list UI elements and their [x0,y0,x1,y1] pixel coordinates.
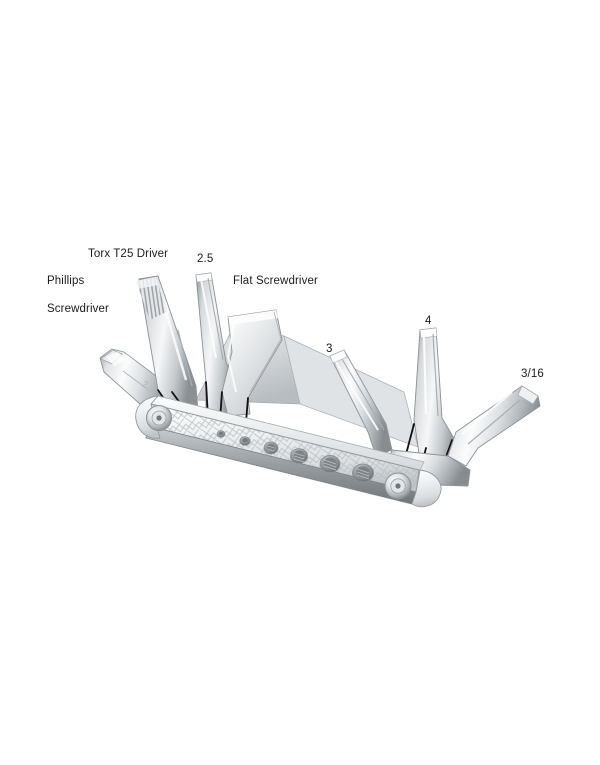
threaded-hole[interactable] [289,448,308,464]
label-hex-3-16: 3/16 [521,368,544,380]
flat-bit[interactable] [221,309,283,417]
pivot-screw-right[interactable] [384,472,412,500]
phillips-bit-etch: 2 [141,379,149,390]
label-hex-3: 3 [326,343,333,355]
label-torx: Torx T25 Driver [88,248,169,260]
threaded-hole[interactable] [319,454,341,473]
label-phillips-line1: Phillips [47,275,85,287]
label-hex-2-5: 2.5 [197,253,214,265]
hex-3-16-bit[interactable] [447,385,541,467]
threaded-hole[interactable] [263,441,279,455]
label-flat-screwdriver: Flat Screwdriver [233,275,318,287]
threaded-hole[interactable] [239,436,251,446]
pivot-screw-left[interactable] [146,405,172,431]
label-phillips-line2: Screwdriver [47,303,109,315]
label-hex-4: 4 [425,315,432,327]
threaded-hole[interactable] [216,430,226,438]
hex-4-bit[interactable] [413,327,463,469]
threaded-hole-set [216,430,374,483]
threaded-hole[interactable] [351,463,374,483]
